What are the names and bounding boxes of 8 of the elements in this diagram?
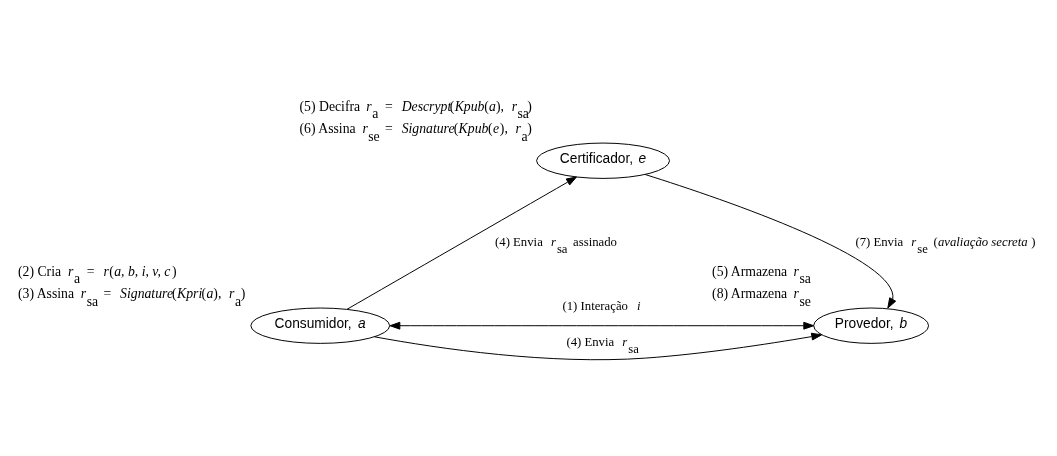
node-ellipse: Consumidor, a xyxy=(250,307,391,344)
edge-label: (1) Interação i xyxy=(562,299,641,314)
arrow xyxy=(389,321,815,330)
arrow xyxy=(644,174,897,309)
node-ellipse: Certificador, e xyxy=(536,142,670,179)
arrow xyxy=(346,176,577,310)
arrow xyxy=(374,332,823,361)
node-ellipse: Provedor, b xyxy=(813,307,930,344)
